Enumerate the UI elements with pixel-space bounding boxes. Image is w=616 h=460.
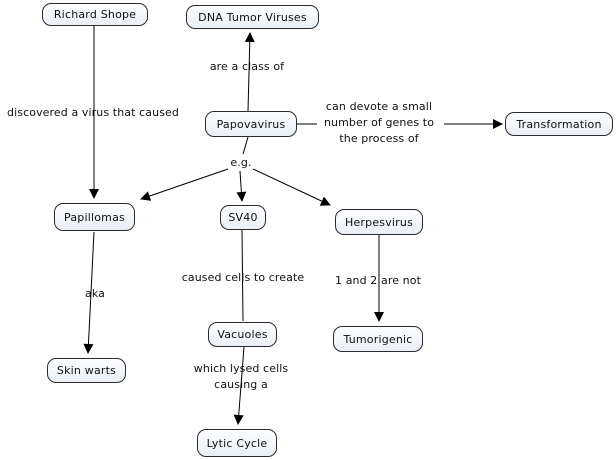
connector-papovavirus-dnatumorviruses xyxy=(244,32,255,112)
connector-vacuoles-lyticcycle xyxy=(233,346,245,425)
link-label-line: number of genes to xyxy=(323,116,435,129)
node-lytic-cycle[interactable]: Lytic Cycle xyxy=(197,429,277,457)
link-label-eg[interactable]: e.g. xyxy=(230,156,252,169)
link-label-can-devote[interactable]: can devote a small number of genes to th… xyxy=(324,99,434,147)
node-vacuoles[interactable]: Vacuoles xyxy=(208,322,277,347)
connector-eg-papillomas xyxy=(140,168,229,201)
node-herpesvirus[interactable]: Herpesvirus xyxy=(335,209,423,235)
link-label-one-and-two-are-not[interactable]: 1 and 2 are not xyxy=(335,274,421,287)
link-label-line: can devote a small xyxy=(325,100,433,113)
connector-eg-herpesvirus xyxy=(252,168,331,206)
node-transformation[interactable]: Transformation xyxy=(505,112,613,136)
link-label-caused-cells-to-create[interactable]: caused cells to create xyxy=(181,271,305,284)
link-label-aka[interactable]: aka xyxy=(85,287,105,300)
link-label-line: causing a xyxy=(214,378,268,391)
link-label-discovered-a-virus[interactable]: discovered a virus that caused xyxy=(7,106,179,119)
node-tumorigenic[interactable]: Tumorigenic xyxy=(333,326,423,352)
link-label-line: which lysed cells xyxy=(193,362,289,375)
node-papillomas[interactable]: Papillomas xyxy=(54,203,135,231)
connector-sv40-vacuoles xyxy=(241,229,244,322)
connector-papovavirus-eg xyxy=(242,136,249,155)
node-sv40[interactable]: SV40 xyxy=(220,205,266,230)
link-label-which-lysed[interactable]: which lysed cells causing a xyxy=(194,361,288,393)
node-papovavirus[interactable]: Papovavirus xyxy=(205,111,297,137)
connector-eg-sv40 xyxy=(236,170,247,202)
link-label-line: the process of xyxy=(339,132,419,145)
node-richard-shope[interactable]: Richard Shope xyxy=(42,3,148,26)
link-label-are-a-class-of[interactable]: are a class of xyxy=(209,60,285,73)
node-dna-tumor-viruses[interactable]: DNA Tumor Viruses xyxy=(186,5,319,29)
connector-papillomas-skinwarts xyxy=(83,231,95,354)
node-skin-warts[interactable]: Skin warts xyxy=(47,358,126,383)
